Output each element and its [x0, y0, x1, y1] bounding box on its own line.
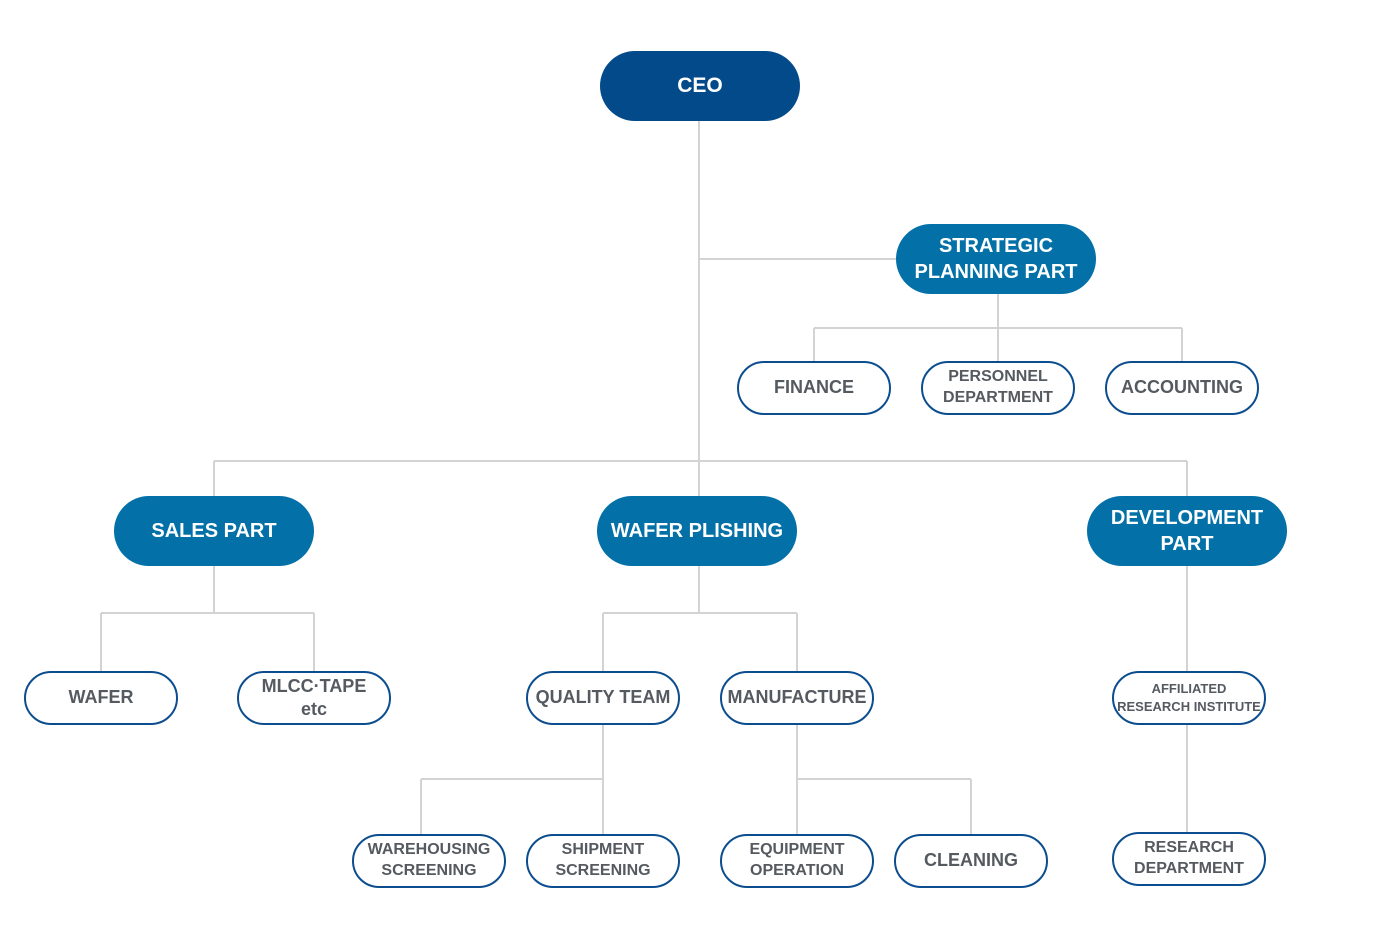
equipment-operation-node: EQUIPMENT OPERATION	[720, 834, 874, 888]
accounting-node: ACCOUNTING	[1105, 361, 1259, 415]
manufacture-node: MANUFACTURE	[720, 671, 874, 725]
quality-team-node: QUALITY TEAM	[526, 671, 680, 725]
sales-part-node: SALES PART	[114, 496, 314, 566]
wafer-plishing-node: WAFER PLISHING	[597, 496, 797, 566]
warehousing-screening-node: WAREHOUSING SCREENING	[352, 834, 506, 888]
wafer-node: WAFER	[24, 671, 178, 725]
ceo-node: CEO	[600, 51, 800, 121]
research-department-node: RESEARCH DEPARTMENT	[1112, 832, 1266, 886]
personnel-department-node: PERSONNEL DEPARTMENT	[921, 361, 1075, 415]
affiliated-research-institute-node: AFFILIATED RESEARCH INSTITUTE	[1112, 671, 1266, 725]
cleaning-node: CLEANING	[894, 834, 1048, 888]
development-part-node: DEVELOPMENT PART	[1087, 496, 1287, 566]
shipment-screening-node: SHIPMENT SCREENING	[526, 834, 680, 888]
strategic-planning-part-node: STRATEGIC PLANNING PART	[896, 224, 1096, 294]
mlcc-tape-node: MLCC·TAPE etc	[237, 671, 391, 725]
finance-node: FINANCE	[737, 361, 891, 415]
